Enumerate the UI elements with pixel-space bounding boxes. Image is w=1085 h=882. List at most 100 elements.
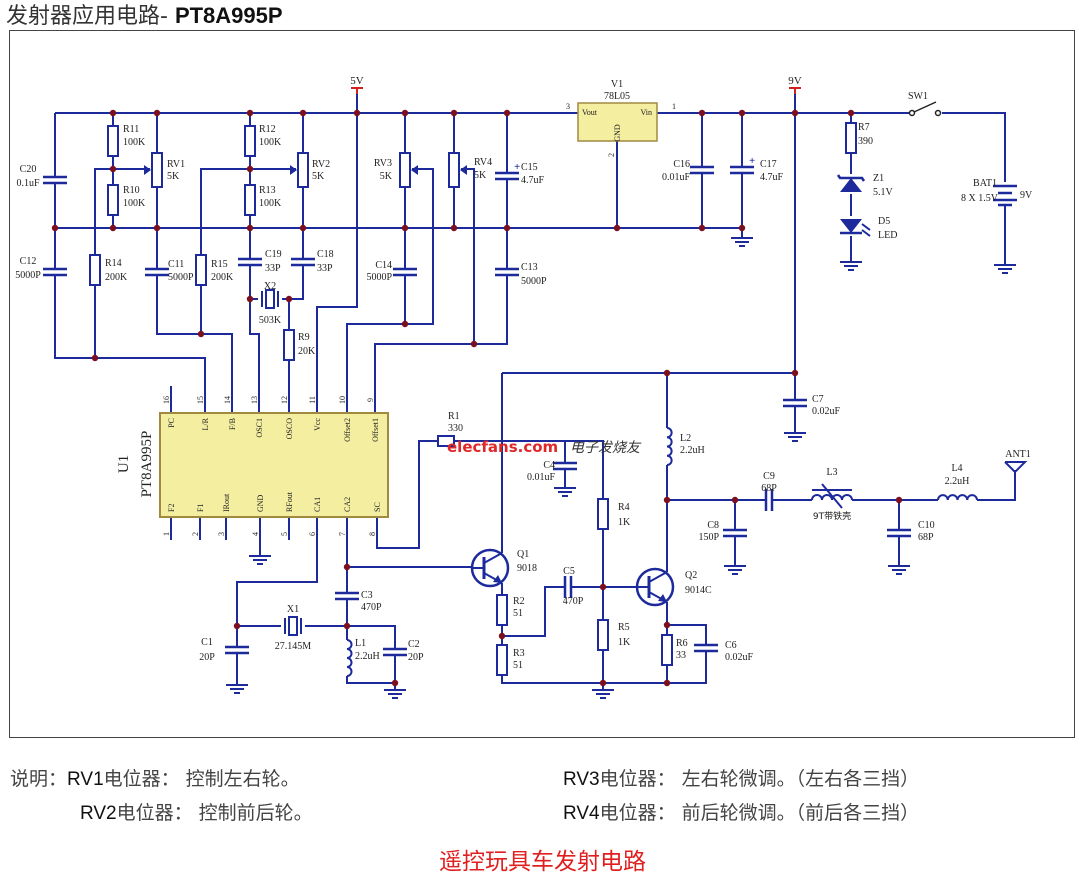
resistor-RV1 [151,152,163,188]
label-C2: C2 [408,639,420,650]
regulator-V1 [577,102,658,142]
cap-gap [392,269,418,275]
label-R11: R11 [123,124,139,135]
junction-dot [663,496,671,504]
label-L1: L1 [355,638,366,649]
inductor-L2 [666,427,673,466]
label-C17: C17 [760,159,777,170]
value-R7: 390 [858,136,873,147]
value-C4: 0.01uF [527,472,556,483]
value-C1: 20P [199,652,215,663]
pin-number: 2 [191,532,200,536]
pin-number: 8 [368,532,377,536]
regulator-ref: V1 [611,79,623,90]
label-RV3: RV3 [374,158,392,169]
value-C7: 0.02uF [812,406,841,417]
wire [667,470,1016,501]
junction-dot [246,295,254,303]
resistor-R11 [107,125,119,157]
transistor-collector [648,571,668,583]
label-C14: C14 [375,260,392,271]
label-C11: C11 [168,259,184,270]
junction-dot [599,583,607,591]
value-C17: 4.7uF [760,172,784,183]
wiper-arrow-icon [290,165,297,175]
wire [938,112,1006,265]
junction-dot [450,224,458,232]
chip-part: PT8A995P [139,431,155,498]
value-R14: 200K [105,272,128,283]
junction-dot [503,109,511,117]
resistor-R1 [437,435,455,447]
junction-dot [353,109,361,117]
cap-gap [334,593,360,599]
label-RV2: RV2 [312,159,330,170]
pin-name: Vcc [313,418,322,431]
wire [236,517,318,685]
junction-dot [153,224,161,232]
value-C15: 4.7uF [521,175,545,186]
junction-dot [791,369,799,377]
label-C4: C4 [543,460,555,471]
junction-dot [246,109,254,117]
junction-dot [391,679,399,687]
junction-dot [197,330,205,338]
schematic-frame [9,30,1075,738]
value-X1: 27.145M [275,641,312,652]
label-R9: R9 [298,332,310,343]
resistor-R3 [496,644,508,676]
label-C7: C7 [812,394,824,405]
resistor-R6 [661,634,673,666]
junction-dot [663,621,671,629]
resistor-R14 [89,254,101,286]
value-R10: 100K [123,198,146,209]
cap-gap [224,647,250,653]
regulator-pin-gnd: GND [613,124,622,142]
value-R15: 200K [211,272,234,283]
pin-number: 7 [338,532,347,536]
wiper-arrow-icon [460,165,467,175]
value-C18: 33P [317,263,333,274]
value-Z1: 5.1V [873,187,894,198]
value-C14: 5000P [366,272,392,283]
value-L1: 2.2uH [355,651,380,662]
cap-gap [729,167,755,173]
label-R12: R12 [259,124,276,135]
junction-dot [503,224,511,232]
pin-number: 1 [162,532,171,536]
wire [347,625,396,690]
label-C20: C20 [20,164,37,175]
junction-dot [285,295,293,303]
junction-dot [450,109,458,117]
switch-contact [934,109,942,117]
value-R5: 1K [618,637,631,648]
zener-diode-Z1 [840,178,862,192]
label-L2: L2 [680,433,691,444]
pin-number: 3 [566,102,570,111]
pin-name: GND [256,494,265,512]
label-R1: R1 [448,411,460,422]
regulator-pin-vin: Vin [640,108,652,117]
junction-dot [233,622,241,630]
label-Z1: Z1 [873,173,884,184]
junction-dot [895,496,903,504]
junction-dot [401,109,409,117]
label-ANT1: ANT1 [1005,449,1031,460]
note-rv: RV2 [80,803,117,824]
label-L3: L3 [826,467,837,478]
junction-dot [401,320,409,328]
value-R3: 51 [513,660,523,671]
value-RV3: 5K [380,171,393,182]
label-C3: C3 [361,590,373,601]
junction-dot [51,224,59,232]
note-rv4: RV4电位器： 前后轮微调。（前后各三挡） [563,798,919,825]
power-label: 9V [788,75,802,87]
junction-dot [109,165,117,173]
switch-contact [908,109,916,117]
value-R12: 100K [259,137,282,148]
label-C9: C9 [763,471,775,482]
pin-name: F/B [228,418,237,430]
value-C8: 150P [698,532,719,543]
cap-gap [766,487,772,513]
